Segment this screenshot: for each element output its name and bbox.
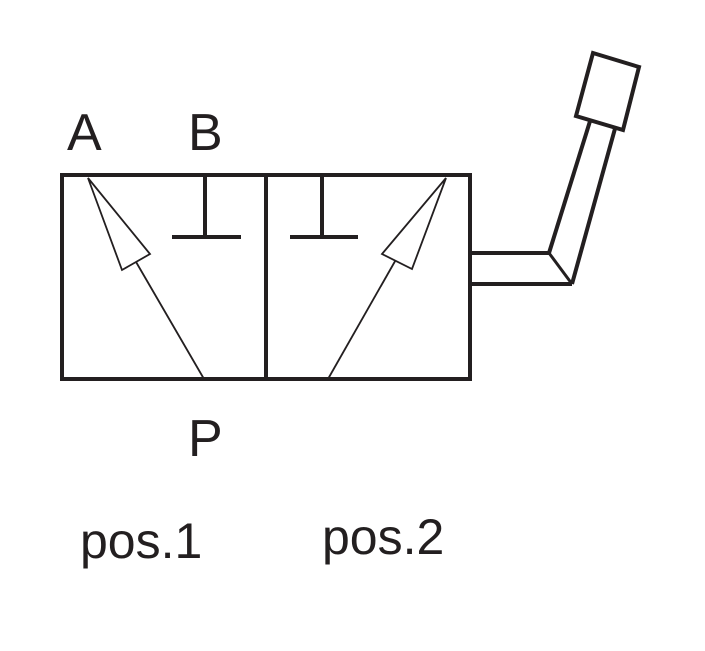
lever-handle [573, 50, 642, 133]
port-label-b: B [188, 104, 223, 162]
flow-line-p-to-a [131, 254, 205, 380]
valve-body [60, 173, 472, 381]
position-box-2 [264, 173, 472, 381]
flow-line-pos2 [327, 255, 399, 380]
flow-arrowhead-a [87, 177, 152, 272]
port-label-a: A [67, 104, 102, 162]
blocked-port-symbol-pos2 [290, 177, 358, 239]
position-label-2: pos.2 [322, 509, 444, 565]
flow-arrowhead-pos2 [380, 177, 447, 271]
blocked-port-b-symbol [172, 177, 241, 239]
position-box-1 [60, 173, 268, 381]
lever-actuator-icon [470, 50, 642, 286]
position-2-symbols [290, 177, 447, 380]
position-label-1: pos.1 [80, 513, 202, 569]
port-label-p: P [188, 410, 223, 468]
position-1-symbols [87, 177, 241, 380]
